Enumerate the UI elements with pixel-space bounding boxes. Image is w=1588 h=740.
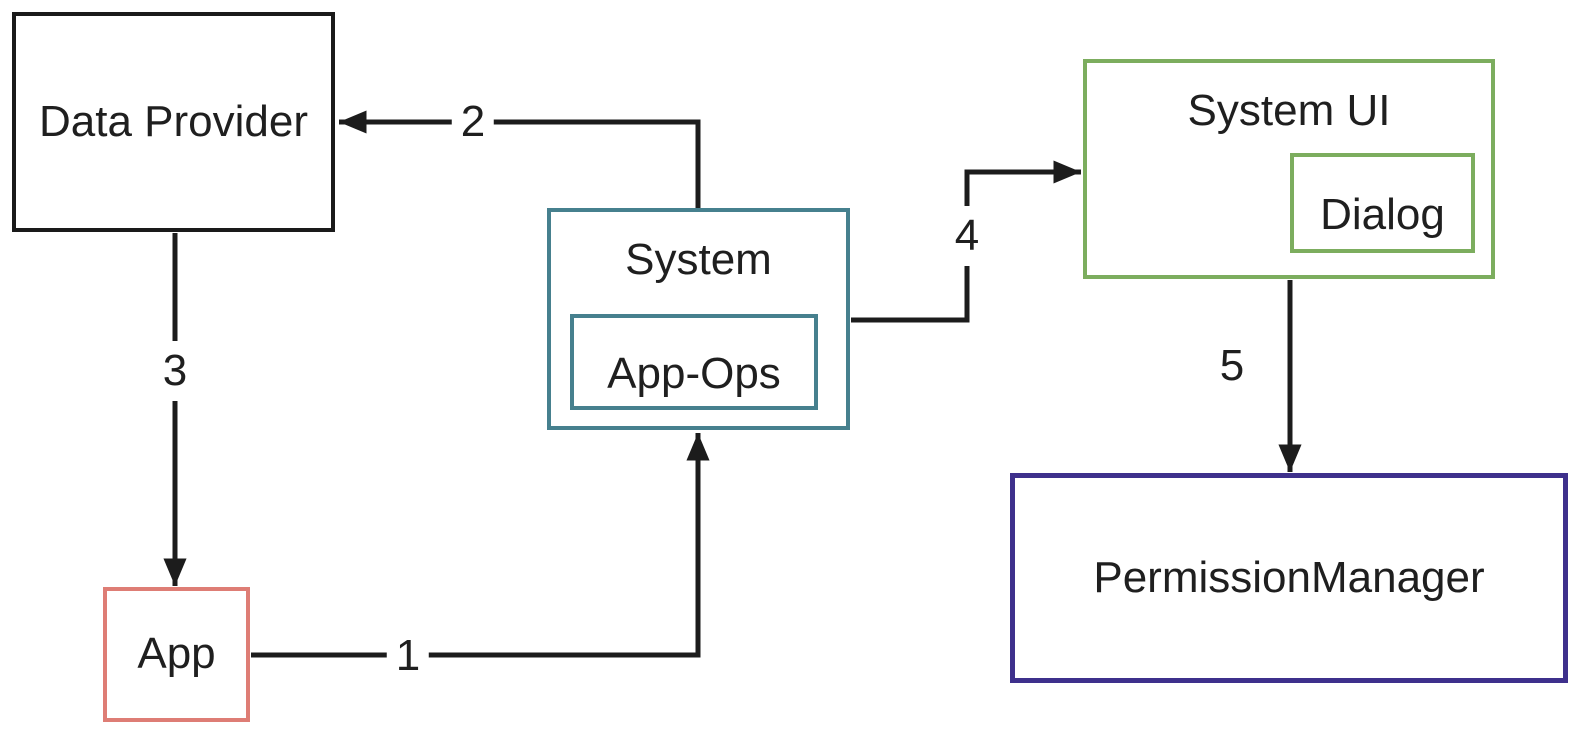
app-label: App (137, 629, 216, 679)
edge-3-number-label: 3 (159, 341, 191, 401)
system-ui-node: System UI Dialog (1083, 59, 1495, 279)
permission-manager-node: PermissionManager (1010, 473, 1568, 683)
app-ops-label: App-Ops (607, 348, 781, 398)
app-node: App (103, 587, 250, 722)
system-node: System App-Ops (547, 208, 850, 430)
edge-1-app-to-system (251, 433, 710, 658)
edge-4-number-label: 4 (951, 206, 983, 266)
system-label: System (625, 235, 772, 284)
data-provider-label: Data Provider (38, 96, 308, 146)
edge-2-number-label: 2 (451, 100, 495, 144)
data-provider-node: Data Provider (12, 12, 335, 232)
edge-1-number-label: 1 (386, 634, 430, 678)
edge-2-system-to-data-provider (339, 110, 701, 210)
system-ui-label: System UI (1187, 86, 1391, 135)
dialog-node: Dialog (1290, 153, 1475, 253)
dialog-label: Dialog (1320, 189, 1445, 239)
permission-manager-label: PermissionManager (1093, 552, 1485, 602)
edge-5-number-label: 5 (1219, 341, 1245, 390)
app-ops-node: App-Ops (570, 314, 818, 410)
